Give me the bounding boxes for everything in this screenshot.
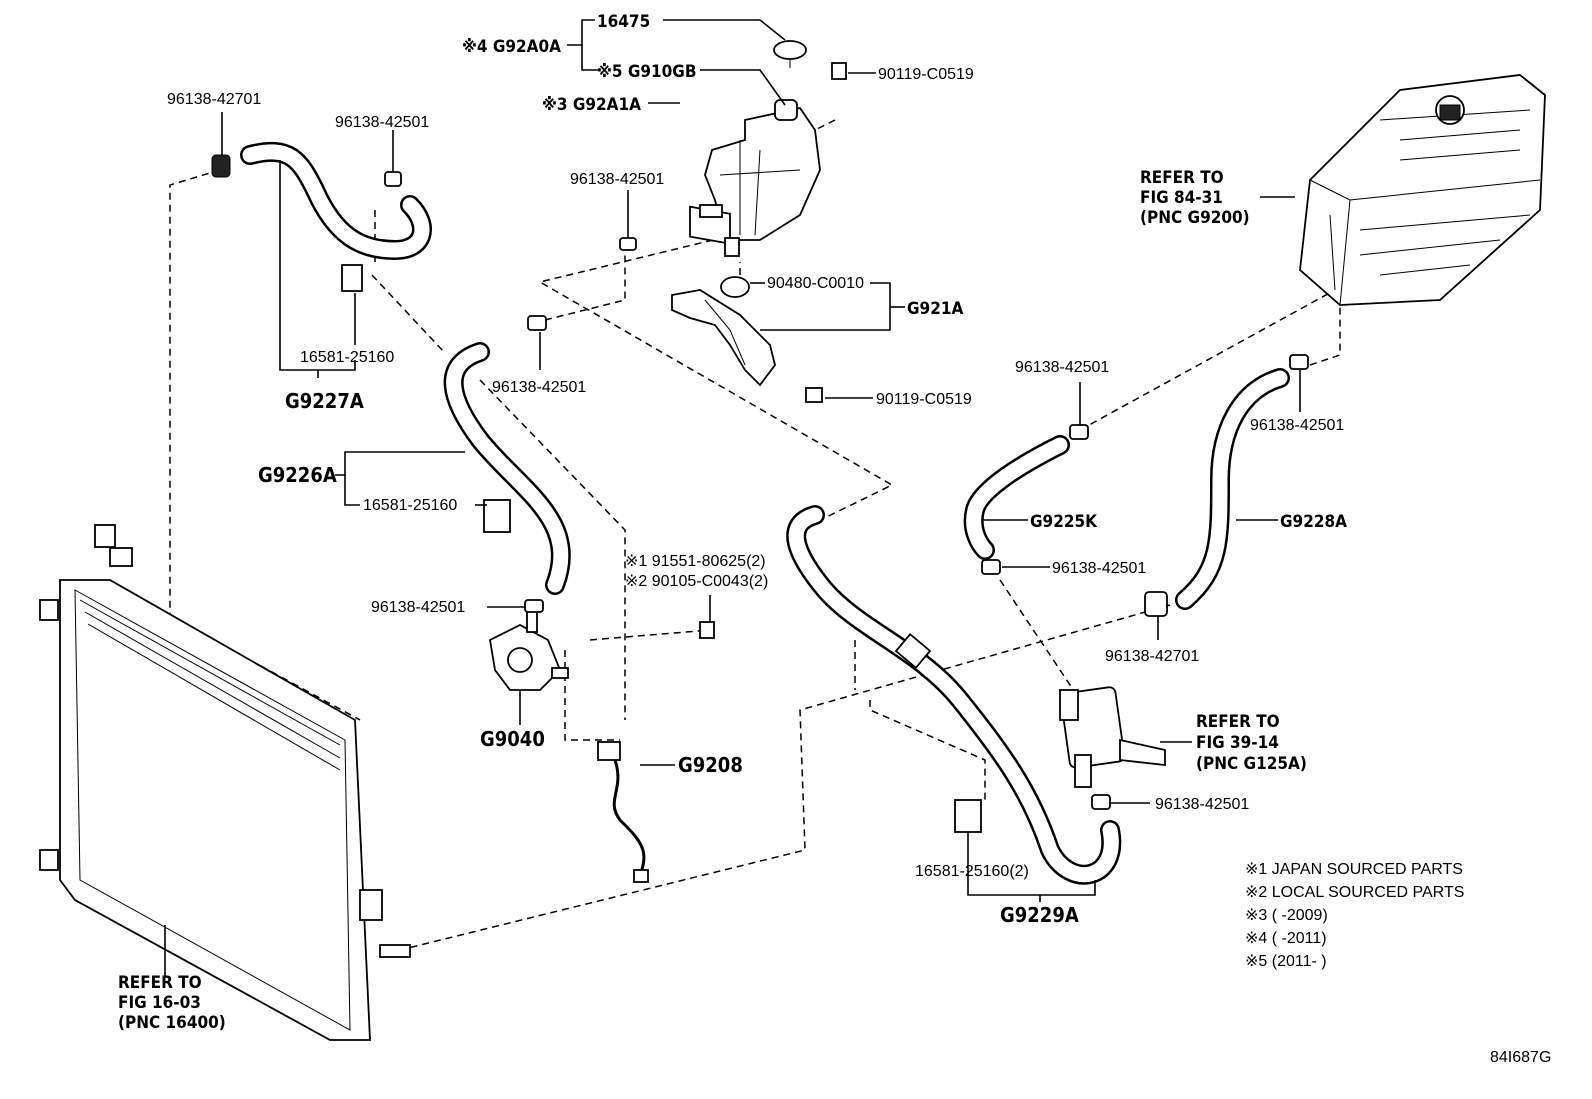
ref-radiator-line2: FIG 16-03 [118, 993, 201, 1013]
label-g9228a: G9228A [1280, 512, 1347, 532]
label-96138-42501-h: 96138-42501 [1155, 796, 1249, 813]
legend-item: ※5 (2011- ) [1245, 953, 1327, 970]
label-96138-42501-a: 96138-42501 [335, 114, 429, 131]
label-g9208: G9208 [678, 753, 743, 777]
label-96138-42701-top: 96138-42701 [167, 91, 261, 108]
figure-code: 84I687G [1490, 1049, 1551, 1066]
label-g910gb: ※5 G910GB [597, 62, 697, 82]
harness-g9208[interactable] [597, 741, 649, 883]
label-g92a0a: ※4 G92A0A [462, 37, 561, 57]
label-96138-42501-c: 96138-42501 [492, 379, 586, 396]
legend-item: ※4 ( -2011) [1245, 930, 1327, 947]
label-g9040: G9040 [480, 727, 545, 751]
label-g921a: G921A [907, 299, 963, 319]
legend-item: ※2 LOCAL SOURCED PARTS [1245, 884, 1464, 901]
ref-pump-line2: FIG 39-14 [1196, 733, 1279, 753]
hose-g9228a[interactable] [1175, 368, 1290, 610]
ref-radiator-line3: (PNC 16400) [118, 1013, 226, 1033]
label-96138-42501-f: 96138-42501 [1052, 560, 1146, 577]
bracket-g921a[interactable] [671, 276, 776, 387]
label-96138-42501-d: 96138-42501 [1015, 359, 1109, 376]
label-96138-42701-right: 96138-42701 [1105, 648, 1199, 665]
hose-g9226a[interactable] [443, 342, 571, 595]
label-91551: ※1 91551-80625(2) [625, 553, 766, 570]
reference-notes: REFER TO FIG 84-31 (PNC G9200) REFER TO … [118, 168, 1307, 1033]
label-90119-top: 90119-C0519 [878, 66, 974, 83]
label-g9225k: G9225K [1030, 512, 1098, 532]
label-90105: ※2 90105-C0043(2) [625, 573, 768, 590]
reservoir-tank[interactable] [689, 40, 821, 257]
ref-radiator-line1: REFER TO [118, 973, 202, 993]
label-16581-b: 16581-25160 [363, 497, 457, 514]
legend-item: ※3 ( -2009) [1245, 907, 1328, 924]
clamps [211, 62, 1309, 833]
label-g9226a: G9226A [258, 463, 337, 487]
label-96138-42501-e: 96138-42501 [1250, 417, 1344, 434]
hose-g9229a[interactable] [786, 505, 1122, 885]
ref-inverter-line3: (PNC G9200) [1140, 208, 1250, 228]
ref-pump-line3: (PNC G125A) [1196, 754, 1307, 774]
label-90119-mid: 90119-C0519 [876, 391, 972, 408]
water-pump-g9040[interactable] [489, 609, 569, 691]
electric-pump-right[interactable] [1059, 686, 1166, 788]
legend-item: ※1 JAPAN SOURCED PARTS [1245, 861, 1463, 878]
inverter-assembly[interactable] [1299, 74, 1546, 306]
ref-inverter-line1: REFER TO [1140, 168, 1224, 188]
label-16581-c: 16581-25160(2) [915, 863, 1029, 880]
hose-g9225k[interactable] [963, 435, 1070, 560]
label-g9227a: G9227A [285, 389, 364, 413]
label-g92a1a: ※3 G92A1A [542, 95, 641, 115]
label-16581-a: 16581-25160 [300, 349, 394, 366]
hose-g9227a[interactable] [240, 141, 432, 260]
label-96138-42501-g: 96138-42501 [371, 599, 465, 616]
label-90480: 90480-C0010 [767, 275, 864, 292]
label-96138-42501-b: 96138-42501 [570, 171, 664, 188]
ref-inverter-line2: FIG 84-31 [1140, 188, 1223, 208]
legend: ※1 JAPAN SOURCED PARTS ※2 LOCAL SOURCED … [1245, 861, 1464, 970]
part-labels: 16475 ※4 G92A0A ※5 G910GB ※3 G92A1A 9011… [167, 12, 1347, 927]
label-g9229a: G9229A [1000, 903, 1079, 927]
leader-lines [164, 19, 1301, 978]
label-16475: 16475 [597, 12, 650, 32]
ref-pump-line1: REFER TO [1196, 712, 1280, 732]
radiator[interactable] [39, 524, 411, 1041]
